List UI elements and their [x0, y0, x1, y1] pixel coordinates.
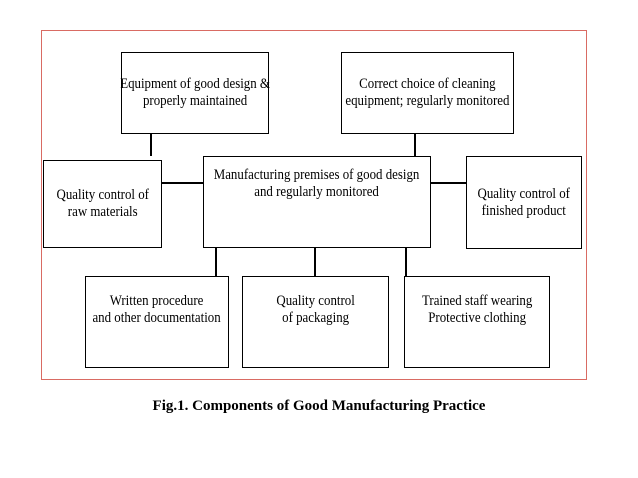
box-text-line: equipment; regularly monitored: [345, 93, 510, 109]
box-text-line: Quality control of: [56, 187, 149, 203]
box-text-line: properly maintained: [142, 93, 248, 109]
box-text-line: Quality control of: [477, 185, 571, 202]
box-manufacturing-premises: Manufacturing premises of good design an…: [203, 156, 431, 248]
box-trained-staff: Trained staff wearing Protective clothin…: [404, 276, 550, 368]
box-qc-finished-product: Quality control of finished product: [466, 156, 582, 249]
connector-left: [161, 182, 204, 184]
box-text-line: Manufacturing premises of good design: [214, 167, 420, 183]
connector-bottom-left: [215, 247, 217, 277]
figure-caption: Fig.1. Components of Good Manufacturing …: [152, 398, 486, 414]
box-text-line: finished product: [481, 202, 567, 219]
box-equipment-design: Equipment of good design & properly main…: [120, 52, 270, 134]
connector-bottom-right: [405, 247, 407, 277]
box-qc-raw-materials: Quality control of raw materials: [43, 160, 162, 248]
box-text-line: Protective clothing: [428, 310, 526, 326]
box-written-procedure: Written procedure and other documentatio…: [85, 276, 229, 368]
box-text-line: raw materials: [67, 204, 138, 220]
box-text-line: of packaging: [281, 310, 349, 326]
connector-bottom-middle: [314, 247, 316, 277]
box-qc-packaging: Quality control of packaging: [242, 276, 389, 368]
connector-top-left: [150, 133, 152, 156]
box-text-line: Trained staff wearing: [421, 293, 533, 309]
box-text-line: and regularly monitored: [254, 184, 380, 200]
box-cleaning-equipment: Correct choice of cleaning equipment; re…: [341, 52, 514, 134]
connector-right: [430, 182, 467, 184]
box-text-line: Written procedure: [110, 293, 204, 309]
box-text-line: Correct choice of cleaning: [359, 76, 496, 92]
box-text-line: Equipment of good design &: [120, 76, 270, 92]
connector-top-right: [414, 133, 416, 156]
box-text-line: Quality control: [276, 293, 355, 309]
box-text-line: and other documentation: [92, 310, 222, 326]
